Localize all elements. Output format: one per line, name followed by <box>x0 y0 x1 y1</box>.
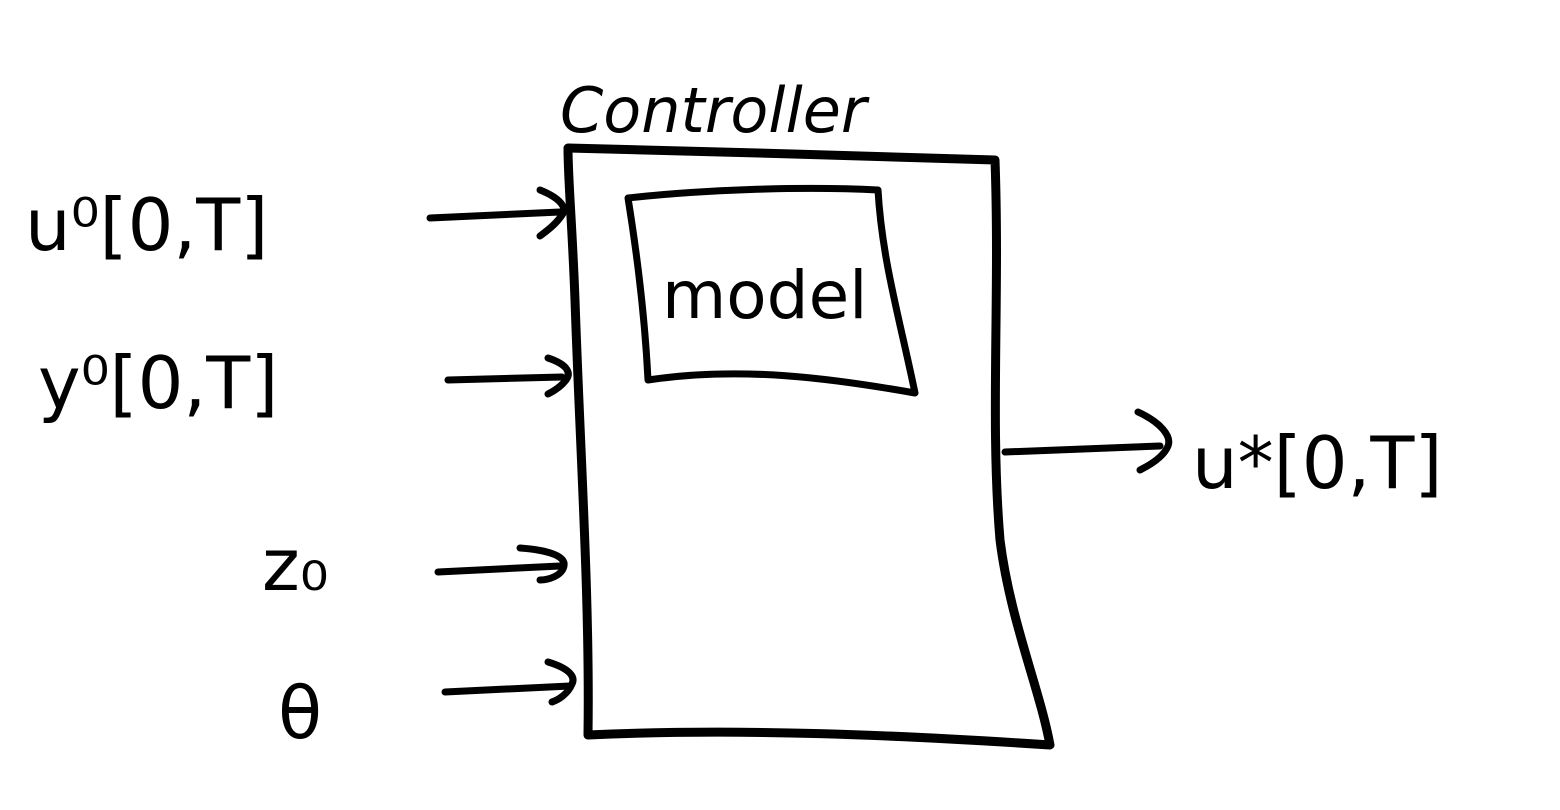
input-arrowhead-y0 <box>544 354 572 398</box>
controller-box <box>563 143 1055 750</box>
controller-title: Controller <box>560 74 870 147</box>
input-arrow-y0 <box>444 373 566 384</box>
input-label-z0: z₀ <box>262 523 329 607</box>
output-label: u*[0,T] <box>1192 421 1443 505</box>
input-label-theta: θ <box>278 671 322 755</box>
input-arrowhead-theta <box>544 658 577 706</box>
input-arrowhead-z0 <box>516 544 568 584</box>
model-box <box>624 184 919 397</box>
input-label-y0: y⁰[0,T] <box>38 341 278 425</box>
model-label: model <box>662 257 868 334</box>
input-arrow-u0 <box>426 208 564 222</box>
input-arrowhead-u0 <box>536 186 568 240</box>
input-label-u0: u⁰[0,T] <box>25 183 268 267</box>
output-arrowhead <box>1134 408 1173 474</box>
input-arrow-z0 <box>434 562 564 576</box>
input-arrow-theta <box>441 682 574 696</box>
output-arrow <box>1001 442 1164 456</box>
